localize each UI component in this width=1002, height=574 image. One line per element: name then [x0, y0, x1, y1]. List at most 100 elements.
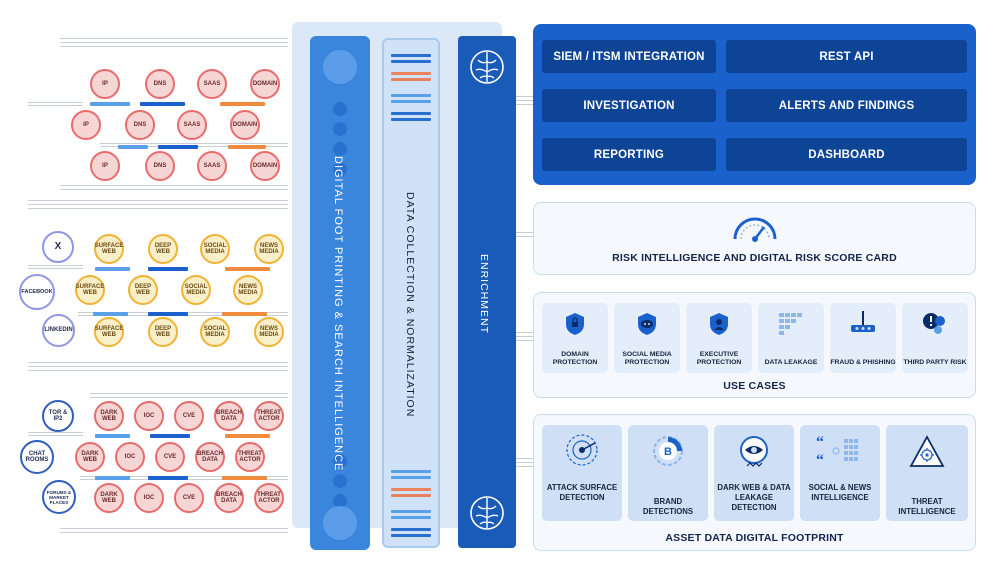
use-case-third-party-risk[interactable]: THIRD PARTY RISK: [902, 303, 968, 373]
column-dot: [333, 454, 347, 468]
rest-api-tile[interactable]: REST API: [726, 40, 967, 73]
shield-person-icon: [710, 313, 728, 335]
footprinting-column: DIGITAL FOOT PRINTING & SEARCH INTELLIGE…: [310, 36, 370, 550]
asset-footprint-panel: ATTACK SURFACE DETECTION B BRAND DETECTI…: [533, 414, 976, 551]
forums-node: FORUMS & MARKET PLACES: [42, 480, 76, 514]
asset-social-news[interactable]: “ “ SOCIAL & NEWS INTELLIGENCE: [800, 425, 880, 521]
dashboard-tile[interactable]: DASHBOARD: [726, 138, 967, 171]
use-cases-title: USE CASES: [723, 380, 786, 392]
social-media-node: SOCIAL MEDIA: [200, 317, 230, 347]
breach-data-node: BREACH DATA: [214, 401, 244, 431]
footprinting-label: DIGITAL FOOT PRINTING & SEARCH INTELLIGE…: [332, 156, 344, 472]
risk-title: RISK INTELLIGENCE AND DIGITAL RISK SCORE…: [612, 252, 897, 264]
dark-web-node: DARK WEB: [94, 401, 124, 431]
use-case-fraud-phishing[interactable]: FRAUD & PHISHING: [830, 303, 896, 373]
asset-threat-intelligence[interactable]: THREAT INTELLIGENCE: [886, 425, 968, 521]
breach-data-node: BREACH DATA: [195, 442, 225, 472]
cve-node: CVE: [155, 442, 185, 472]
integrations-panel: SIEM / ITSM INTEGRATION REST API INVESTI…: [533, 24, 976, 185]
saas-node: SAAS: [197, 69, 227, 99]
investigation-tile[interactable]: INVESTIGATION: [542, 89, 716, 122]
dns-node: DNS: [145, 151, 175, 181]
ip-node: IP: [90, 151, 120, 181]
use-cases-panel: DOMAIN PROTECTION SOCIAL MEDIA PROTECTIO…: [533, 292, 976, 398]
threat-actor-node: THREAT ACTOR: [235, 442, 265, 472]
column-dot: [333, 162, 347, 176]
svg-text:“: “: [816, 452, 824, 469]
ioc-node: IOC: [134, 401, 164, 431]
ioc-node: IOC: [134, 483, 164, 513]
linkedin-node: LINKEDIN: [42, 314, 75, 347]
source-network: IP DNS SAAS DOMAIN IP DNS SAAS DOMAIN IP…: [0, 0, 290, 574]
gauge-icon: [733, 217, 777, 242]
reporting-tile[interactable]: REPORTING: [542, 138, 716, 171]
asset-brand-detections[interactable]: B BRAND DETECTIONS: [628, 425, 708, 521]
ioc-node: IOC: [115, 442, 145, 472]
ip-node: IP: [71, 110, 101, 140]
quote-icon: “ “: [816, 435, 858, 469]
cve-node: CVE: [174, 483, 204, 513]
column-dot: [333, 494, 347, 508]
saas-node: SAAS: [177, 110, 207, 140]
enrichment-column: ENRICHMENT: [458, 36, 516, 548]
collection-column: DATA COLLECTION & NORMALIZATION: [382, 38, 440, 548]
news-media-node: NEWS MEDIA: [254, 317, 284, 347]
cve-node: CVE: [174, 401, 204, 431]
radar-icon: [566, 434, 598, 466]
asset-dark-web[interactable]: DARK WEB & DATA LEAKAGE DETECTION: [714, 425, 794, 521]
dns-node: DNS: [145, 69, 175, 99]
surface-web-node: SURFACE WEB: [75, 275, 105, 305]
enrichment-label: ENRICHMENT: [478, 254, 490, 334]
use-case-executive-protection[interactable]: EXECUTIVE PROTECTION: [686, 303, 752, 373]
surface-web-node: SURFACE WEB: [94, 234, 124, 264]
social-media-node: SOCIAL MEDIA: [200, 234, 230, 264]
column-dot: [333, 474, 347, 488]
grid-leak-icon: [779, 313, 802, 335]
warning-icon: [909, 435, 945, 467]
brand-icon: B: [653, 436, 683, 466]
saas-node: SAAS: [197, 151, 227, 181]
column-dot: [333, 122, 347, 136]
news-media-node: NEWS MEDIA: [233, 275, 263, 305]
asset-title: ASSET DATA DIGITAL FOOTPRINT: [665, 532, 844, 544]
hook-icon: [851, 311, 875, 332]
column-dot: [333, 102, 347, 116]
use-case-domain-protection[interactable]: DOMAIN PROTECTION: [542, 303, 608, 373]
deep-web-node: DEEP WEB: [148, 234, 178, 264]
news-media-node: NEWS MEDIA: [254, 234, 284, 264]
dns-node: DNS: [125, 110, 155, 140]
brain-icon: [470, 496, 504, 530]
asset-attack-surface[interactable]: ATTACK SURFACE DETECTION: [542, 425, 622, 521]
ip-node: IP: [90, 69, 120, 99]
threat-actor-node: THREAT ACTOR: [254, 401, 284, 431]
threat-actor-node: THREAT ACTOR: [254, 483, 284, 513]
dark-web-node: DARK WEB: [75, 442, 105, 472]
surface-web-node: SURFACE WEB: [94, 317, 124, 347]
tor-node: TOR & IP2: [42, 400, 74, 432]
column-dot: [333, 142, 347, 156]
brain-icon: [470, 50, 504, 84]
third-party-icon: [923, 313, 945, 334]
chat-rooms-node: CHAT ROOMS: [20, 440, 54, 474]
dark-web-node: DARK WEB: [94, 483, 124, 513]
svg-text:“: “: [816, 435, 824, 451]
siem-tile[interactable]: SIEM / ITSM INTEGRATION: [542, 40, 716, 73]
shield-chat-icon: [638, 313, 656, 335]
domain-node: DOMAIN: [250, 69, 280, 99]
use-case-social-media-protection[interactable]: SOCIAL MEDIA PROTECTION: [614, 303, 680, 373]
collection-label: DATA COLLECTION & NORMALIZATION: [404, 192, 416, 418]
eye-icon: [740, 436, 768, 467]
deep-web-node: DEEP WEB: [148, 317, 178, 347]
breach-data-node: BREACH DATA: [214, 483, 244, 513]
domain-node: DOMAIN: [230, 110, 260, 140]
domain-node: DOMAIN: [250, 151, 280, 181]
x-node: X: [42, 231, 74, 263]
risk-scorecard-panel: RISK INTELLIGENCE AND DIGITAL RISK SCORE…: [533, 202, 976, 275]
column-dot: [323, 506, 357, 540]
alerts-tile[interactable]: ALERTS AND FINDINGS: [726, 89, 967, 122]
social-media-node: SOCIAL MEDIA: [181, 275, 211, 305]
facebook-node: FACEBOOK: [19, 274, 55, 310]
column-dot: [323, 50, 357, 84]
svg-text:B: B: [664, 446, 672, 458]
use-case-data-leakage[interactable]: DATA LEAKAGE: [758, 303, 824, 373]
